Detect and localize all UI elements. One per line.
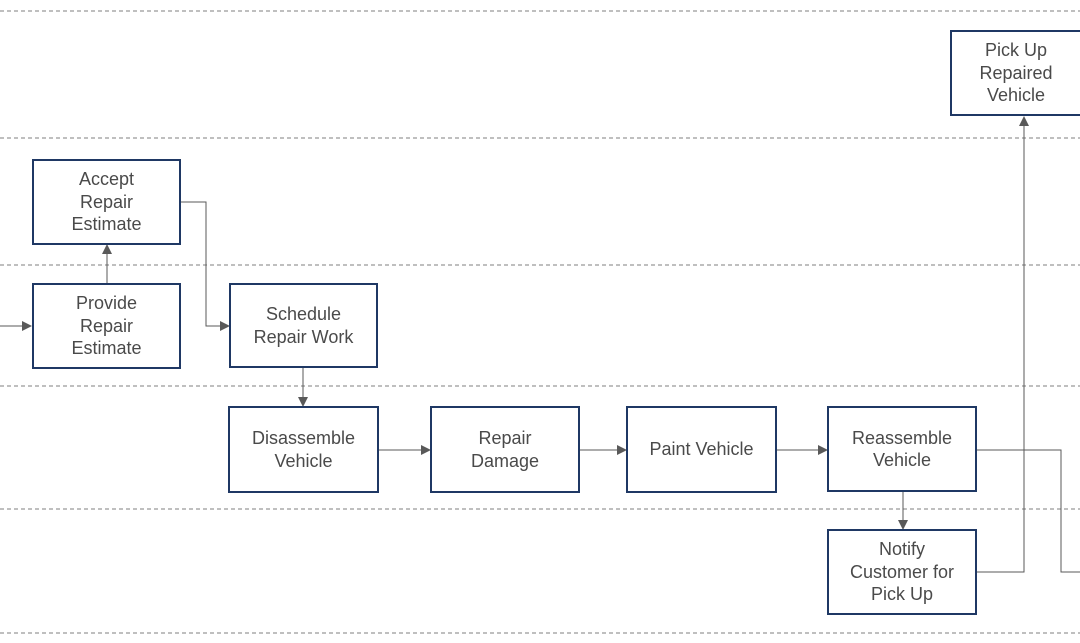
node-notify-customer[interactable]: Notify Customer for Pick Up xyxy=(827,529,977,615)
node-disassemble-vehicle[interactable]: Disassemble Vehicle xyxy=(228,406,379,493)
node-repair-damage[interactable]: Repair Damage xyxy=(430,406,580,493)
node-provide-repair-estimate[interactable]: Provide Repair Estimate xyxy=(32,283,181,369)
connector-reassemble-offscreen xyxy=(977,449,1080,573)
node-accept-repair-estimate[interactable]: Accept Repair Estimate xyxy=(32,159,181,245)
connector-notify-to-pickup xyxy=(977,116,1029,573)
node-paint-vehicle[interactable]: Paint Vehicle xyxy=(626,406,777,493)
node-reassemble-vehicle[interactable]: Reassemble Vehicle xyxy=(827,406,977,492)
node-schedule-repair-work[interactable]: Schedule Repair Work xyxy=(229,283,378,368)
connector-accept-to-schedule xyxy=(181,201,230,331)
node-pick-up-repaired-vehicle[interactable]: Pick Up Repaired Vehicle xyxy=(950,30,1080,116)
